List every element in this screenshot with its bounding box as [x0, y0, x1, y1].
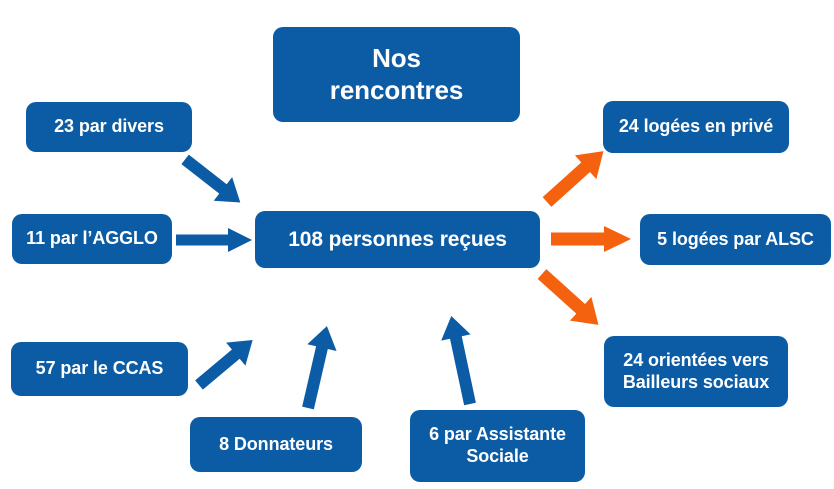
input-box-ccas: 57 par le CCAS — [11, 342, 188, 396]
input-box-ccas-label: 57 par le CCAS — [35, 358, 164, 379]
arrow-up-left-blue-assistante — [432, 306, 480, 408]
input-box-divers-label: 23 par divers — [54, 116, 164, 137]
input-box-divers: 23 par divers — [26, 102, 192, 152]
arrow-up-right-orange-prive — [542, 144, 620, 208]
input-box-assistante-sociale-line-1: 6 par Assistante — [429, 424, 566, 445]
input-box-agglo-label: 11 par l’AGGLO — [26, 228, 158, 249]
output-box-bailleurs-sociaux-line-2: Bailleurs sociaux — [622, 371, 770, 392]
output-box-loge-alsc-label: 5 logées par ALSC — [657, 228, 814, 249]
arrow-right-orange-alsc — [551, 226, 633, 252]
arrow-up-blue-donnateurs — [300, 316, 344, 412]
arrow-down-right-orange-bailleurs — [537, 269, 618, 338]
output-box-loge-prive-label: 24 logées en privé — [618, 116, 774, 137]
arrow-right-blue-agglo — [176, 228, 254, 252]
center-box-personnes-recues: 108 personnes reçues — [255, 211, 540, 268]
title-line-1: Nos — [372, 42, 421, 73]
output-box-loge-alsc: 5 logées par ALSC — [640, 214, 831, 265]
input-box-agglo: 11 par l’AGGLO — [12, 214, 172, 264]
center-box-label: 108 personnes reçues — [288, 227, 507, 251]
output-box-loge-prive: 24 logées en privé — [603, 101, 789, 153]
input-box-donnateurs-label: 8 Donnateurs — [219, 433, 333, 454]
arrow-down-right-blue-divers — [181, 154, 264, 210]
input-box-donnateurs: 8 Donnateurs — [190, 417, 362, 472]
output-box-bailleurs-sociaux-line-1: 24 orientées vers — [623, 349, 769, 370]
arrow-up-right-blue-ccas — [195, 333, 279, 393]
input-box-assistante-sociale-line-2: Sociale — [466, 446, 529, 466]
title-line-2: rencontres — [329, 74, 464, 105]
